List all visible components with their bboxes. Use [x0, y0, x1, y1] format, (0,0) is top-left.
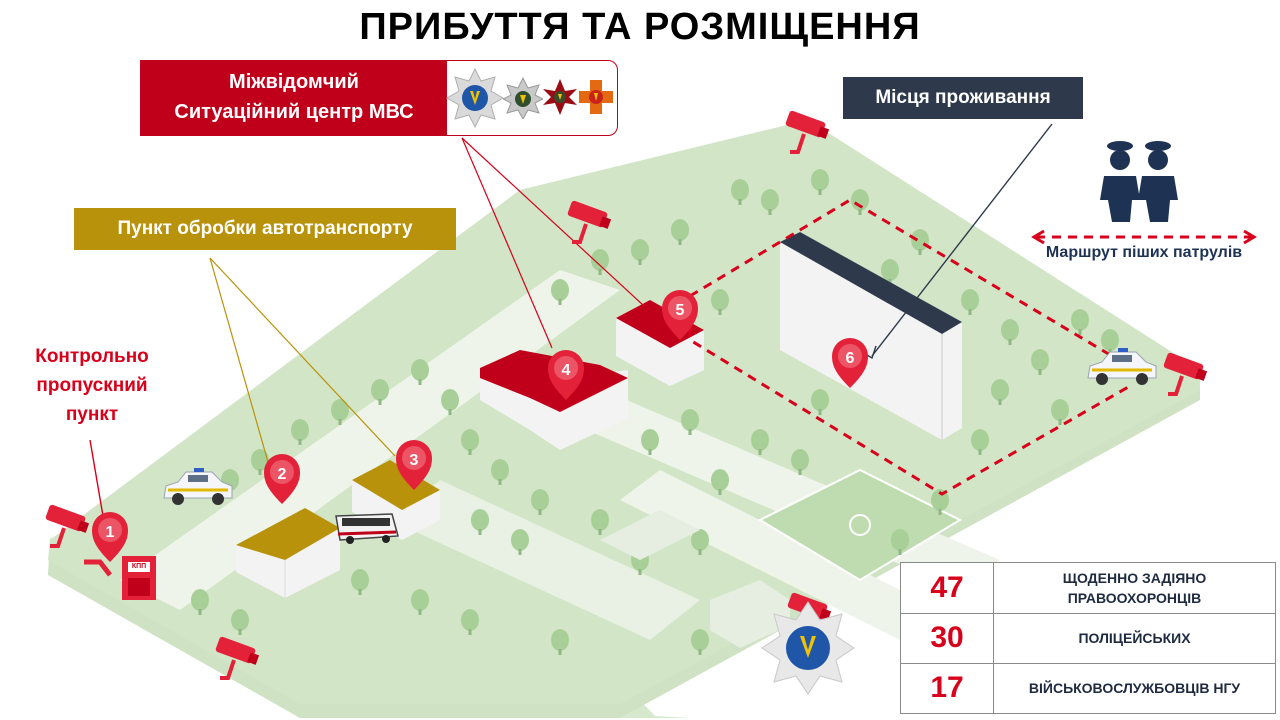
svg-text:3: 3 — [410, 452, 419, 469]
stats-row: 17 ВІЙСЬКОВОСЛУЖБОВЦІВ НГУ — [901, 663, 1275, 713]
svg-text:6: 6 — [846, 350, 855, 367]
stat-label: ПОЛІЦЕЙСЬКИХ — [1078, 630, 1191, 646]
police-officers-icon — [1100, 141, 1178, 222]
police-emblem-icon — [446, 67, 504, 129]
situation-center-callout: Міжвідомчий Ситуаційний центр МВС — [140, 60, 618, 136]
marker-5: 5 — [662, 290, 698, 340]
stat-label: ВІЙСЬКОВОСЛУЖБОВЦІВ НГУ — [1028, 680, 1241, 696]
marker-2: 2 — [264, 454, 300, 504]
marker-4: 4 — [548, 350, 584, 400]
checkpoint-label: Контрольно пропускний пункт — [35, 346, 149, 425]
police-emblem-icon — [761, 601, 855, 695]
checkpoint-booth-sign: КПП — [132, 563, 146, 570]
stat-value: 17 — [901, 663, 994, 713]
bus-icon — [335, 513, 399, 544]
svg-text:4: 4 — [562, 362, 571, 379]
army-cross-icon — [543, 79, 577, 115]
marker-3: 3 — [396, 440, 432, 490]
stat-value: 47 — [901, 563, 994, 613]
patrol-route-label: Маршрут піших патрулів — [1045, 244, 1243, 261]
situation-center-label: Міжвідомчий Ситуаційний центр МВС — [141, 61, 447, 135]
residence-label: Місця проживання — [843, 77, 1083, 119]
rescue-cross-icon — [579, 80, 613, 114]
svg-text:5: 5 — [676, 302, 685, 319]
marker-6: 6 — [832, 338, 868, 388]
svg-text:2: 2 — [278, 466, 287, 483]
page-title: ПРИБУТТЯ ТА РОЗМІЩЕННЯ — [359, 6, 921, 48]
marker-1: 1 — [92, 512, 128, 562]
stat-value: 30 — [901, 613, 994, 663]
ngu-emblem-icon — [503, 77, 543, 119]
svg-text:1: 1 — [106, 524, 115, 541]
vehicle-processing-label: Пункт обробки автотранспорту — [74, 208, 456, 250]
stats-row: 30 ПОЛІЦЕЙСЬКИХ — [901, 613, 1275, 664]
